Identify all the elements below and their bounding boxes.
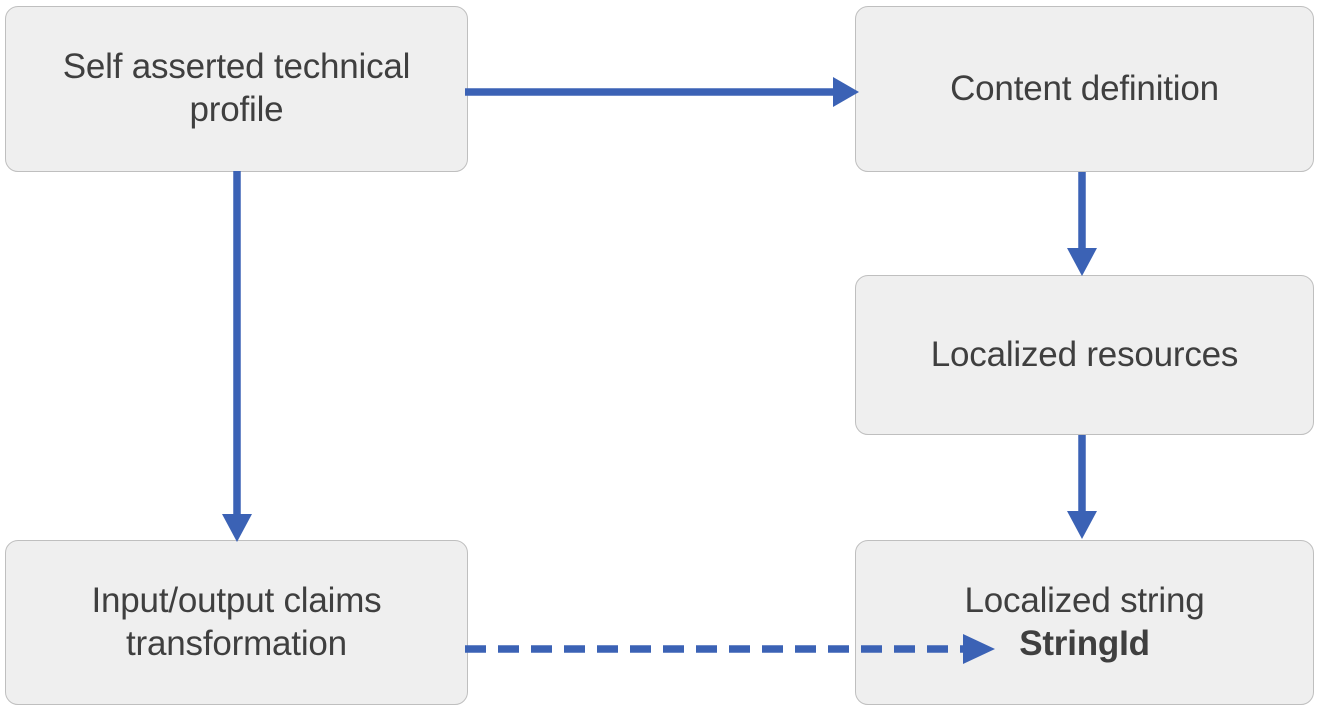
- node-localized-string[interactable]: Localized string StringId: [855, 540, 1314, 705]
- node-self-asserted-technical-profile[interactable]: Self asserted technical profile: [5, 6, 468, 172]
- arrowhead-icon: [1067, 248, 1097, 276]
- edge-localized-resources-to-localized-string: [1067, 435, 1097, 539]
- edge-self-asserted-to-claims-transformation: [222, 171, 252, 542]
- node-label: Self asserted technical profile: [62, 47, 411, 129]
- node-label-stringid: StringId: [1019, 623, 1150, 663]
- arrowhead-icon: [1067, 511, 1097, 539]
- node-label-group: Localized string StringId: [965, 580, 1205, 665]
- node-localized-resources[interactable]: Localized resources: [855, 275, 1314, 435]
- edge-content-definition-to-localized-resources: [1067, 172, 1097, 276]
- node-content-definition[interactable]: Content definition: [855, 6, 1314, 172]
- node-label: Localized resources: [930, 334, 1239, 374]
- arrowhead-icon: [222, 514, 252, 542]
- edge-self-asserted-to-content-definition: [465, 77, 859, 107]
- node-label: Localized string: [964, 580, 1205, 620]
- node-input-output-claims-transformation[interactable]: Input/output claims transformation: [5, 540, 468, 705]
- node-label: Content definition: [950, 68, 1219, 108]
- node-label: Input/output claims transformation: [91, 580, 382, 663]
